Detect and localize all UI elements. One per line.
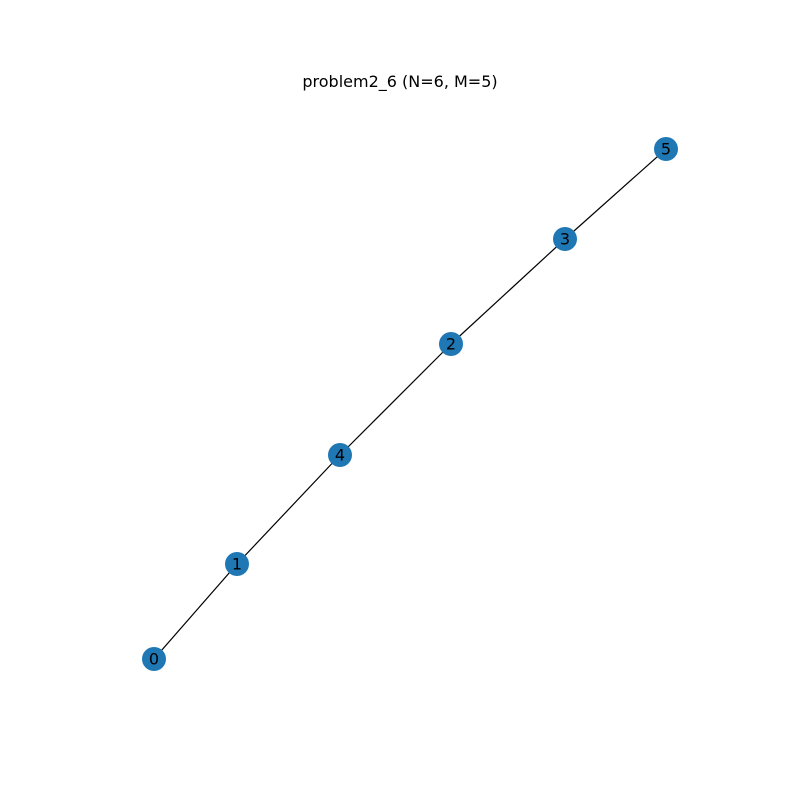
node-0: 0 (142, 647, 166, 671)
edge-4-2 (339, 343, 452, 456)
node-circle-0 (142, 647, 166, 671)
node-circle-3 (553, 227, 577, 251)
node-circle-5 (654, 137, 678, 161)
node-1: 1 (225, 552, 249, 576)
node-label-5: 5 (661, 140, 671, 159)
nodes-layer: 0 1 2 3 4 5 (142, 137, 678, 671)
node-label-2: 2 (446, 335, 456, 354)
node-2: 2 (439, 332, 463, 356)
edges-layer (153, 148, 667, 660)
node-circle-2 (439, 332, 463, 356)
node-circle-1 (225, 552, 249, 576)
edge-2-3 (450, 238, 566, 345)
node-3: 3 (553, 227, 577, 251)
graph-title: problem2_6 (N=6, M=5) (302, 72, 498, 91)
edge-0-1 (153, 563, 238, 660)
node-label-0: 0 (149, 650, 159, 669)
node-label-4: 4 (335, 446, 345, 465)
edge-1-4 (236, 454, 341, 565)
node-circle-4 (328, 443, 352, 467)
node-4: 4 (328, 443, 352, 467)
node-5: 5 (654, 137, 678, 161)
node-label-3: 3 (560, 230, 570, 249)
edge-3-5 (564, 148, 667, 240)
node-label-1: 1 (232, 555, 242, 574)
